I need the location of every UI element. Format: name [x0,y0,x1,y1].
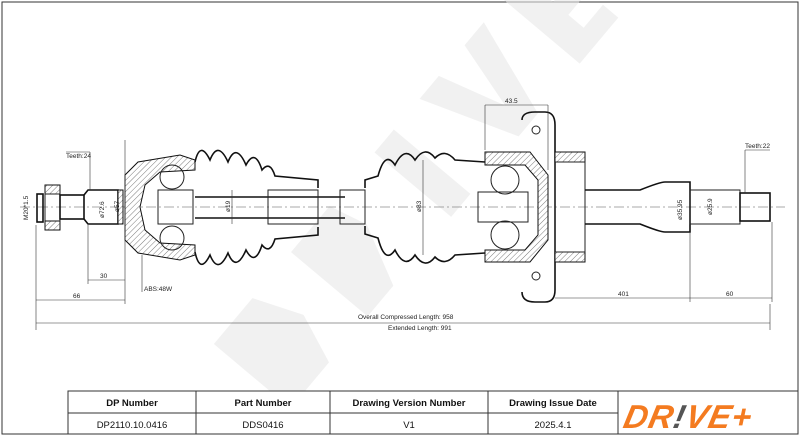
drive-logo: DR!VE+ [620,399,756,436]
inner-cv-joint [477,151,549,263]
label-abs: ABS:48W [144,286,173,293]
label-dim-66: 66 [73,293,81,300]
outer-stub [36,184,124,231]
header-part-number: Part Number [234,398,291,409]
header-dp-number: DP Number [106,398,158,409]
label-thread: M20*1.5 [23,195,30,220]
axle-shaft [195,189,366,225]
outer-cv-joint [124,154,196,261]
watermark [213,0,619,409]
label-dia-72-6: ø72.6 [99,201,106,218]
inner-boot-bottom [364,226,486,264]
label-dia-19: ø19 [225,200,232,212]
label-extended-length: Extended Length: 991 [388,325,452,332]
label-dia-57: ø57 [114,200,121,212]
svg-text:DR!VE+: DR!VE+ [620,399,756,436]
label-overall-length: Overall Compressed Length: 958 [358,314,454,321]
header-issue-date: Drawing Issue Date [509,398,597,409]
label-teeth-right: Teeth:22 [745,143,770,150]
bearing-bracket [521,111,586,303]
label-dim-401: 401 [618,291,629,298]
header-drawing-version: Drawing Version Number [353,398,466,409]
value-drawing-version: V1 [403,420,415,431]
title-block: DP Number Part Number Drawing Version Nu… [67,390,799,435]
label-dim-30: 30 [100,273,108,280]
inner-boot-top [364,151,486,188]
intermediate-shaft [585,181,771,233]
label-dim-60: 60 [726,291,734,298]
dimensions [35,104,773,330]
value-issue-date: 2025.4.1 [535,420,572,431]
value-part-number: DDS0416 [242,420,283,431]
label-dim-43-5: 43.5 [505,98,518,105]
label-dia-35-95: ø35.95 [677,199,684,220]
label-dia-25-9: ø25.9 [707,198,714,215]
label-dia-83: ø83 [416,200,423,212]
outer-boot-bottom [194,227,319,266]
outer-boot-top [194,149,319,188]
label-teeth-left: Teeth:24 [66,153,91,160]
value-dp-number: DP2110.10.0416 [97,420,168,431]
